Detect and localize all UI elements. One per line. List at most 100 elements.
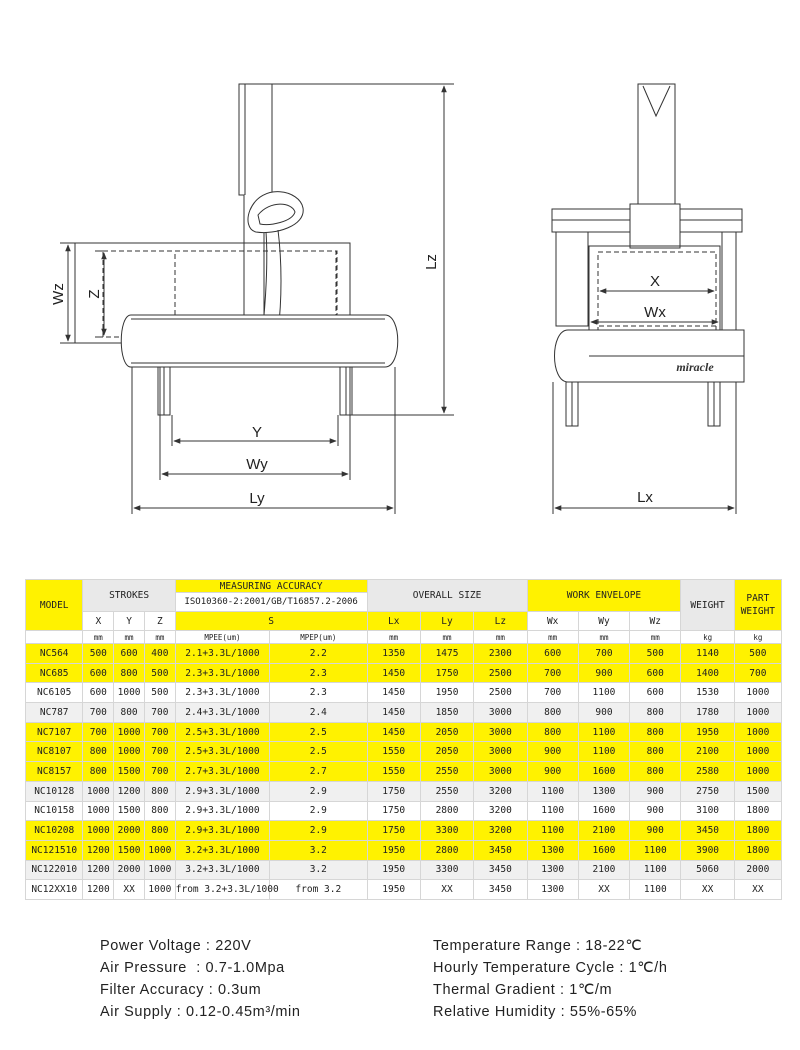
cell-wx: 1300 bbox=[526, 859, 579, 881]
cell-model: NC122010 bbox=[24, 859, 84, 881]
cell-x: 500 bbox=[82, 643, 115, 664]
cell-y: 2000 bbox=[113, 820, 145, 841]
header-weight: WEIGHT bbox=[680, 579, 735, 631]
subheader-s: S bbox=[174, 611, 368, 631]
cell-part: 1000 bbox=[733, 741, 783, 763]
cell-x: 1200 bbox=[82, 879, 115, 900]
cell-wx: 1100 bbox=[526, 780, 579, 802]
cell-x: 1200 bbox=[82, 859, 115, 881]
cell-ly: XX bbox=[419, 879, 475, 900]
header-strokes: STROKES bbox=[82, 579, 176, 612]
cell-ly: 2050 bbox=[419, 741, 475, 763]
cell-part: 2000 bbox=[733, 859, 783, 881]
cell-weight: 1530 bbox=[680, 682, 735, 704]
cell-mpep: 2.9 bbox=[269, 820, 368, 841]
cell-z: 800 bbox=[143, 780, 176, 802]
cell-part: XX bbox=[733, 879, 783, 900]
cell-x: 1200 bbox=[82, 839, 115, 861]
cell-part: 1800 bbox=[733, 820, 783, 841]
cell-wy: 1100 bbox=[577, 741, 631, 763]
cell-z: 1000 bbox=[143, 879, 176, 900]
cell-mpee: 2.1+3.3L/1000 bbox=[174, 643, 271, 664]
dim-label-wx: Wx bbox=[644, 304, 666, 321]
cell-lz: 3450 bbox=[473, 839, 528, 861]
cell-wz: 800 bbox=[629, 702, 682, 723]
unit-part-weight: kg bbox=[733, 630, 783, 644]
cell-mpep: 3.2 bbox=[269, 859, 368, 881]
unit-lx: mm bbox=[366, 630, 421, 644]
cell-z: 700 bbox=[143, 702, 176, 723]
cell-mpee: 2.7+3.3L/1000 bbox=[174, 761, 271, 782]
cell-wz: 800 bbox=[629, 741, 682, 763]
cell-ly: 2800 bbox=[419, 839, 475, 861]
subheader-x: X bbox=[82, 611, 115, 631]
cell-lx: 1950 bbox=[366, 859, 421, 881]
front-view-drawing bbox=[551, 83, 745, 514]
env-air-pressure: Air Pressure : 0.7-1.0Mpa bbox=[100, 960, 285, 976]
cell-y: 1000 bbox=[113, 682, 145, 704]
cell-wy: 900 bbox=[577, 662, 631, 684]
cell-mpep: 2.3 bbox=[269, 662, 368, 684]
header-overall-size: OVERALL SIZE bbox=[366, 579, 528, 612]
cell-weight: 1140 bbox=[680, 643, 735, 664]
unit-wz: mm bbox=[629, 630, 682, 644]
cell-mpep: 2.4 bbox=[269, 702, 368, 723]
cell-wz: 600 bbox=[629, 662, 682, 684]
cell-wx: 900 bbox=[526, 741, 579, 763]
cell-model: NC10158 bbox=[24, 800, 84, 822]
cell-lz: 3200 bbox=[473, 800, 528, 822]
cell-lz: 3000 bbox=[473, 721, 528, 743]
cell-y: 1000 bbox=[113, 741, 145, 763]
cell-lz: 3000 bbox=[473, 741, 528, 763]
cell-wy: 2100 bbox=[577, 859, 631, 881]
cell-wy: 1600 bbox=[577, 800, 631, 822]
cell-lz: 2300 bbox=[473, 643, 528, 664]
cell-wy: 700 bbox=[577, 643, 631, 664]
cell-wy: 1600 bbox=[577, 761, 631, 782]
dim-label-wy: Wy bbox=[246, 456, 268, 473]
cell-z: 500 bbox=[143, 682, 176, 704]
cell-z: 500 bbox=[143, 662, 176, 684]
env-relative-humidity: Relative Humidity : 55%-65% bbox=[433, 1004, 637, 1020]
dim-label-ly: Ly bbox=[249, 490, 265, 507]
cell-model: NC6105 bbox=[24, 682, 84, 704]
header-standard: ISO10360-2:2001/GB/T16857.2-2006 bbox=[174, 592, 368, 612]
dim-label-x: X bbox=[650, 273, 660, 290]
dim-label-y: Y bbox=[252, 424, 262, 441]
subheader-z: Z bbox=[143, 611, 176, 631]
cell-weight: 2750 bbox=[680, 780, 735, 802]
cell-wy: 1300 bbox=[577, 780, 631, 802]
cell-mpep: from 3.2 bbox=[269, 879, 368, 900]
cell-lx: 1450 bbox=[366, 721, 421, 743]
unit-wx: mm bbox=[526, 630, 579, 644]
cell-wz: 600 bbox=[629, 682, 682, 704]
cell-lz: 2500 bbox=[473, 662, 528, 684]
cell-ly: 3300 bbox=[419, 820, 475, 841]
cell-part: 500 bbox=[733, 643, 783, 664]
cell-ly: 2550 bbox=[419, 761, 475, 782]
cell-mpee: 2.4+3.3L/1000 bbox=[174, 702, 271, 723]
cell-part: 1000 bbox=[733, 702, 783, 723]
subheader-wz: Wz bbox=[629, 611, 682, 631]
cell-x: 1000 bbox=[82, 820, 115, 841]
env-temperature-range: Temperature Range : 18-22℃ bbox=[433, 938, 643, 954]
cell-y: 1000 bbox=[113, 721, 145, 743]
cell-lx: 1950 bbox=[366, 839, 421, 861]
cell-weight: 3450 bbox=[680, 820, 735, 841]
unit-ly: mm bbox=[419, 630, 475, 644]
cell-mpee: 3.2+3.3L/1000 bbox=[174, 859, 271, 881]
side-view-labels: Lz Wz Z Y Wy Ly bbox=[50, 254, 440, 507]
machine-drawings: Lz Wz Z Y Wy Ly bbox=[50, 83, 745, 514]
cell-wy: 1100 bbox=[577, 682, 631, 704]
unit-x: mm bbox=[82, 630, 115, 644]
cell-part: 1800 bbox=[733, 839, 783, 861]
cell-lz: 3000 bbox=[473, 761, 528, 782]
cell-lx: 1550 bbox=[366, 741, 421, 763]
cell-lx: 1450 bbox=[366, 662, 421, 684]
